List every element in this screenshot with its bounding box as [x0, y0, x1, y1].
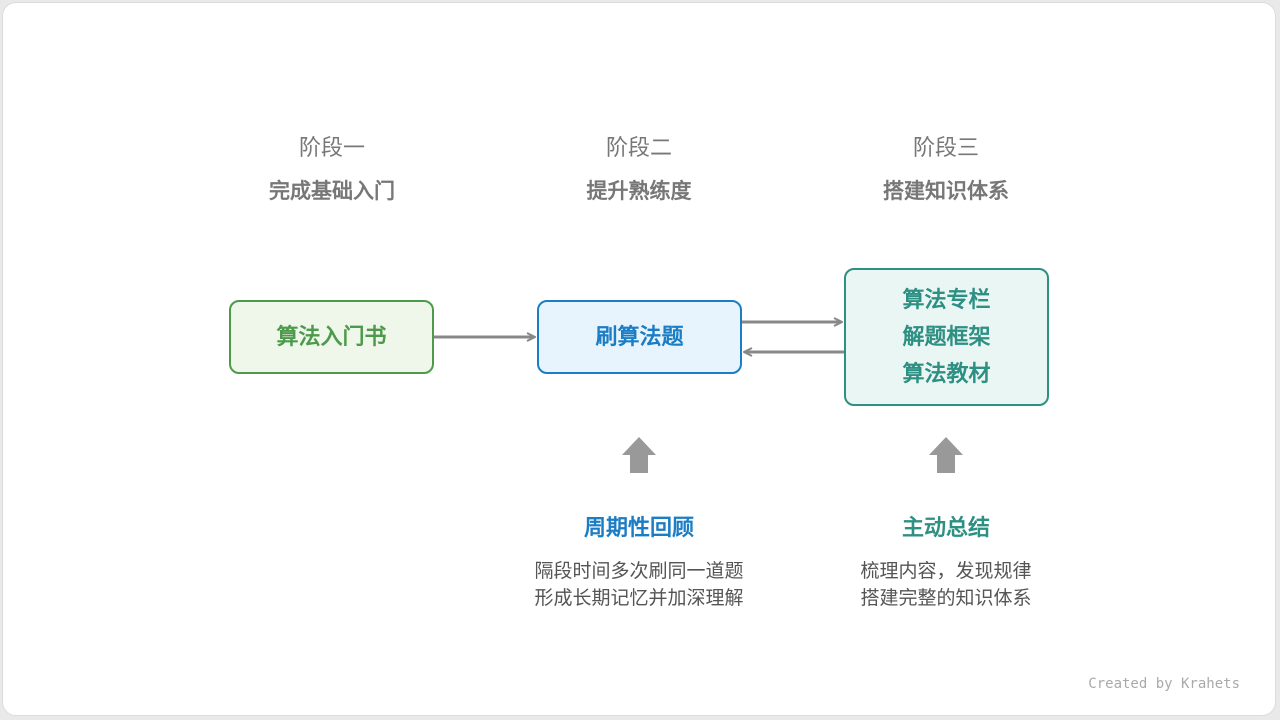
stage1-title: 完成基础入门	[269, 179, 395, 203]
review-desc-line-1: 隔段时间多次刷同一道题	[534, 560, 744, 582]
stage2-box-text: 刷算法题	[595, 324, 684, 350]
stage3-box: 算法专栏 解题框架 算法教材	[844, 268, 1049, 406]
stage3-box-line-3: 算法教材	[902, 361, 991, 387]
review-desc-line-2: 形成长期记忆并加深理解	[534, 587, 744, 609]
stage1-box: 算法入门书	[229, 300, 434, 374]
stage3-label: 阶段三	[912, 136, 979, 161]
stage3-box-line-2: 解题框架	[902, 324, 991, 350]
review-desc: 隔段时间多次刷同一道题 形成长期记忆并加深理解	[509, 558, 769, 612]
credit-text: Created by Krahets	[1088, 676, 1240, 692]
summary-desc-line-1: 梳理内容，发现规律	[860, 560, 1032, 582]
stage2-label: 阶段二	[605, 136, 672, 161]
up-arrow-icon-stage2	[622, 437, 656, 473]
stage3-title: 搭建知识体系	[883, 179, 1009, 203]
summary-title: 主动总结	[901, 516, 990, 541]
stage1-label: 阶段一	[298, 136, 365, 161]
summary-desc-line-2: 搭建完整的知识体系	[860, 587, 1032, 609]
review-title: 周期性回顾	[583, 516, 694, 541]
up-arrow-icon-stage3	[929, 437, 963, 473]
stage3-box-line-1: 算法专栏	[902, 287, 991, 313]
stage1-box-text: 算法入门书	[276, 324, 387, 350]
stage2-title: 提升熟练度	[586, 179, 692, 203]
stage2-box: 刷算法题	[537, 300, 742, 374]
summary-desc: 梳理内容，发现规律 搭建完整的知识体系	[816, 558, 1076, 612]
